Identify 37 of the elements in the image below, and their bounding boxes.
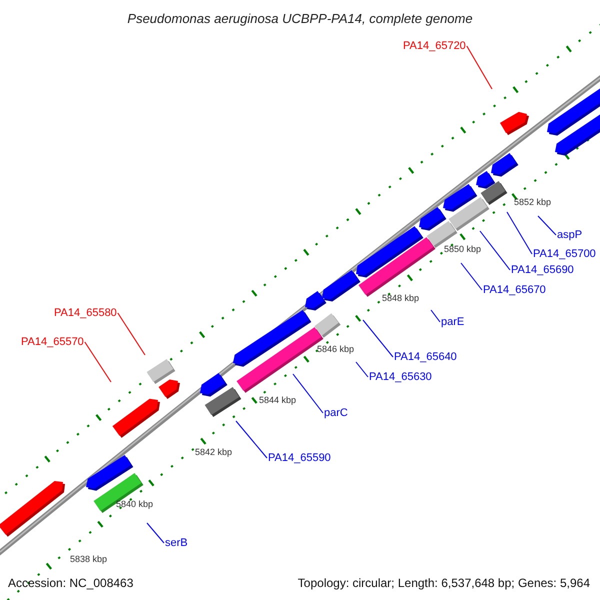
leader-line xyxy=(460,262,482,290)
gene-label: aspP xyxy=(557,228,582,242)
leader-line xyxy=(538,216,556,236)
scale-tick-label: 5838 kbp xyxy=(70,554,108,565)
leader-line xyxy=(362,320,394,358)
leader-line xyxy=(84,342,112,382)
leader-line xyxy=(480,230,510,270)
leader-line xyxy=(430,310,440,322)
scale-tick-label: 5848 kbp xyxy=(382,293,420,304)
gene-label: PA14_65640 xyxy=(394,350,457,364)
accession-text: Accession: NC_008463 xyxy=(8,575,134,592)
gene-label: PA14_65670 xyxy=(483,283,546,297)
gene-label: parE xyxy=(441,315,464,329)
scale-tick-label: 5850 kbp xyxy=(444,244,482,255)
leader-line xyxy=(356,362,368,378)
genome-summary-text: Topology: circular; Length: 6,537,648 bp; Genes: 5,964 xyxy=(298,575,590,592)
gene-label: PA14_65700 xyxy=(533,247,596,261)
gene-label: parC xyxy=(324,406,348,420)
leader-line xyxy=(506,212,532,254)
scale-tick-label: 5840 kbp xyxy=(116,499,154,510)
gene-label: PA14_65630 xyxy=(369,370,432,384)
leader-line xyxy=(466,46,492,90)
gene-label: PA14_65720 xyxy=(403,39,466,53)
leader-line xyxy=(292,374,324,414)
scale-tick-label: 5846 kbp xyxy=(317,344,354,355)
scale-tick-label: 5844 kbp xyxy=(259,395,296,406)
gene-label: PA14_65590 xyxy=(268,451,331,465)
gene-label: PA14_65580 xyxy=(54,306,117,320)
leader-line xyxy=(117,312,146,356)
gene-label: PA14_65570 xyxy=(21,335,84,349)
gene-label: serB xyxy=(165,536,188,550)
gene-label: PA14_65690 xyxy=(511,263,574,277)
scale-tick-label: 5852 kbp xyxy=(514,197,552,208)
leader-line xyxy=(236,420,268,458)
title: Pseudomonas aeruginosa UCBPP-PA14, complete genome xyxy=(126,10,474,28)
leader-line xyxy=(146,522,164,544)
scale-tick-label: 5842 kbp xyxy=(195,447,232,458)
